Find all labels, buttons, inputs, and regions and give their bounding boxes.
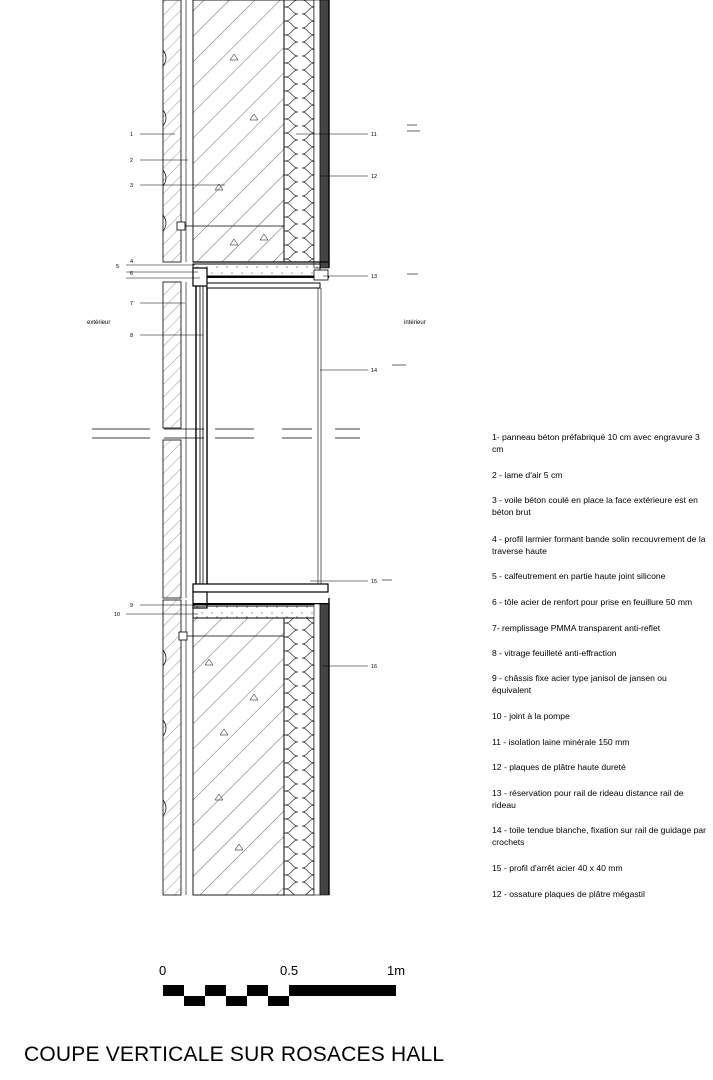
window-opening [162,267,329,609]
drawing-title: COUPE VERTICALE SUR ROSACES HALL [24,1043,445,1066]
legend-item: 5 - calfeutrement en partie haute joint … [492,571,666,581]
callout-13: 13 [371,274,377,280]
legend-item: 11 - isolation laine minérale 150 mm [492,737,630,747]
scale-label-half: 0.5 [280,963,299,978]
callout-12: 12 [371,174,377,180]
callout-16: 16 [371,664,377,670]
callout-14: 14 [371,368,377,374]
callout-1: 1 [130,132,133,138]
callout-11: 11 [371,132,377,138]
callout-7: 7 [130,301,133,307]
callout-numbers: 1 2 3 4 5 6 7 8 9 10 11 12 13 14 15 16 [114,132,377,670]
callout-5: 5 [116,264,119,270]
callout-15: 15 [371,579,377,585]
legend-item: 1- panneau béton préfabriqué 10 cm avec … [492,432,700,454]
legend-item: 15 - profil d'arrêt acier 40 x 40 mm [492,863,623,873]
legend-item: 4 - profil larmier formant bande solin r… [492,534,706,556]
scale-label-0: 0 [159,963,167,978]
legend-item: 12 - ossature plaques de plâtre mégastil [492,889,645,899]
exterior-label: extérieur [87,320,111,326]
lower-wall [162,598,330,896]
callout-leaders [126,124,420,667]
upper-wall [162,0,330,281]
legend-item: 12 - plaques de plâtre haute dureté [492,762,626,772]
legend-item: 7- remplissage PMMA transparent anti-ref… [492,623,661,633]
callout-4: 4 [130,259,133,265]
scale-label-1m: 1m [387,963,406,978]
legend-item: 8 - vitrage feuilleté anti-effraction [492,648,617,658]
legend-item: 2 - lame d'air 5 cm [492,470,563,480]
callout-10: 10 [114,612,120,618]
callout-2: 2 [130,158,133,164]
callout-6: 6 [130,271,133,277]
legend-item: 9 - châssis fixe acier type janisol de j… [492,673,667,695]
callout-9: 9 [130,603,133,609]
legend-item: 3 - voile béton coulé en place la face e… [492,495,698,517]
legend-item: 6 - tôle acier de renfort pour prise en … [492,597,693,607]
legend-item: 14 - toile tendue blanche, fixation sur … [492,825,707,847]
callout-8: 8 [130,333,133,339]
legend-item: 13 - réservation pour rail de rideau dis… [492,788,684,810]
break-line [92,428,360,439]
interior-label: intérieur [404,320,426,326]
legend-item: 10 - joint à la pompe [492,711,570,721]
callout-3: 3 [130,183,133,189]
scale-bar [163,985,396,1006]
